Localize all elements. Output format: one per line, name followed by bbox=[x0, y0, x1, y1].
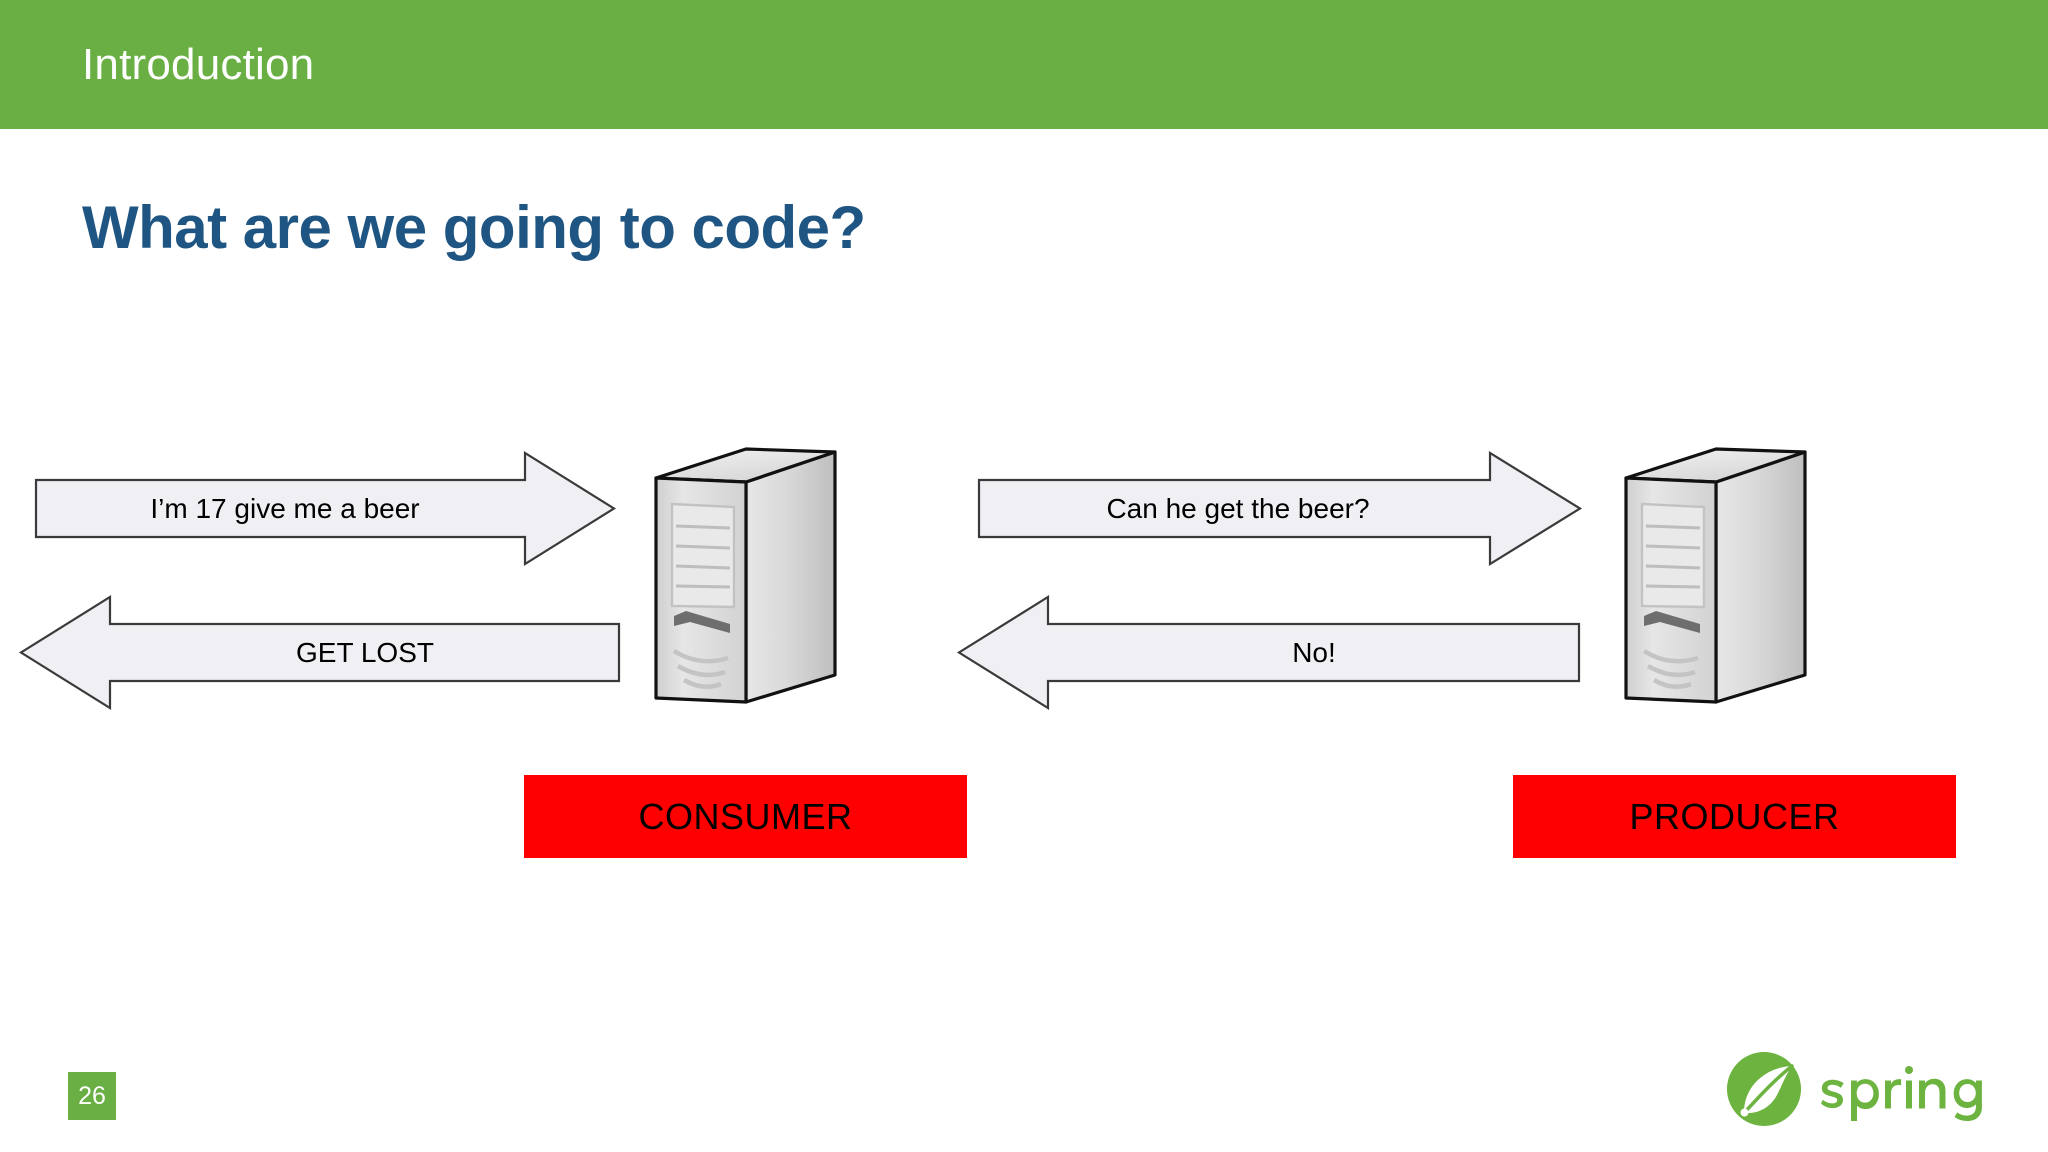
page-title: What are we going to code? bbox=[82, 194, 866, 261]
role-label-producer: PRODUCER bbox=[1513, 775, 1956, 858]
message-arrow-can-he-get-beer: Can he get the beer? bbox=[977, 451, 1583, 566]
message-arrow-request-beer: I’m 17 give me a beer bbox=[34, 451, 617, 566]
message-arrow-get-lost: GET LOST bbox=[18, 595, 621, 710]
role-label-consumer: CONSUMER bbox=[524, 775, 967, 858]
server-tower-icon-producer bbox=[1620, 430, 1830, 715]
page-number-badge: 26 bbox=[68, 1072, 116, 1120]
slide-header-bar: Introduction bbox=[0, 0, 2048, 129]
spring-logo bbox=[1722, 1046, 1992, 1132]
slide-header-label: Introduction bbox=[82, 40, 315, 89]
spring-wordmark bbox=[1821, 1066, 1982, 1121]
server-tower-icon-consumer bbox=[650, 430, 860, 715]
message-arrow-no: No! bbox=[956, 595, 1581, 710]
spring-leaf-icon bbox=[1727, 1052, 1801, 1126]
